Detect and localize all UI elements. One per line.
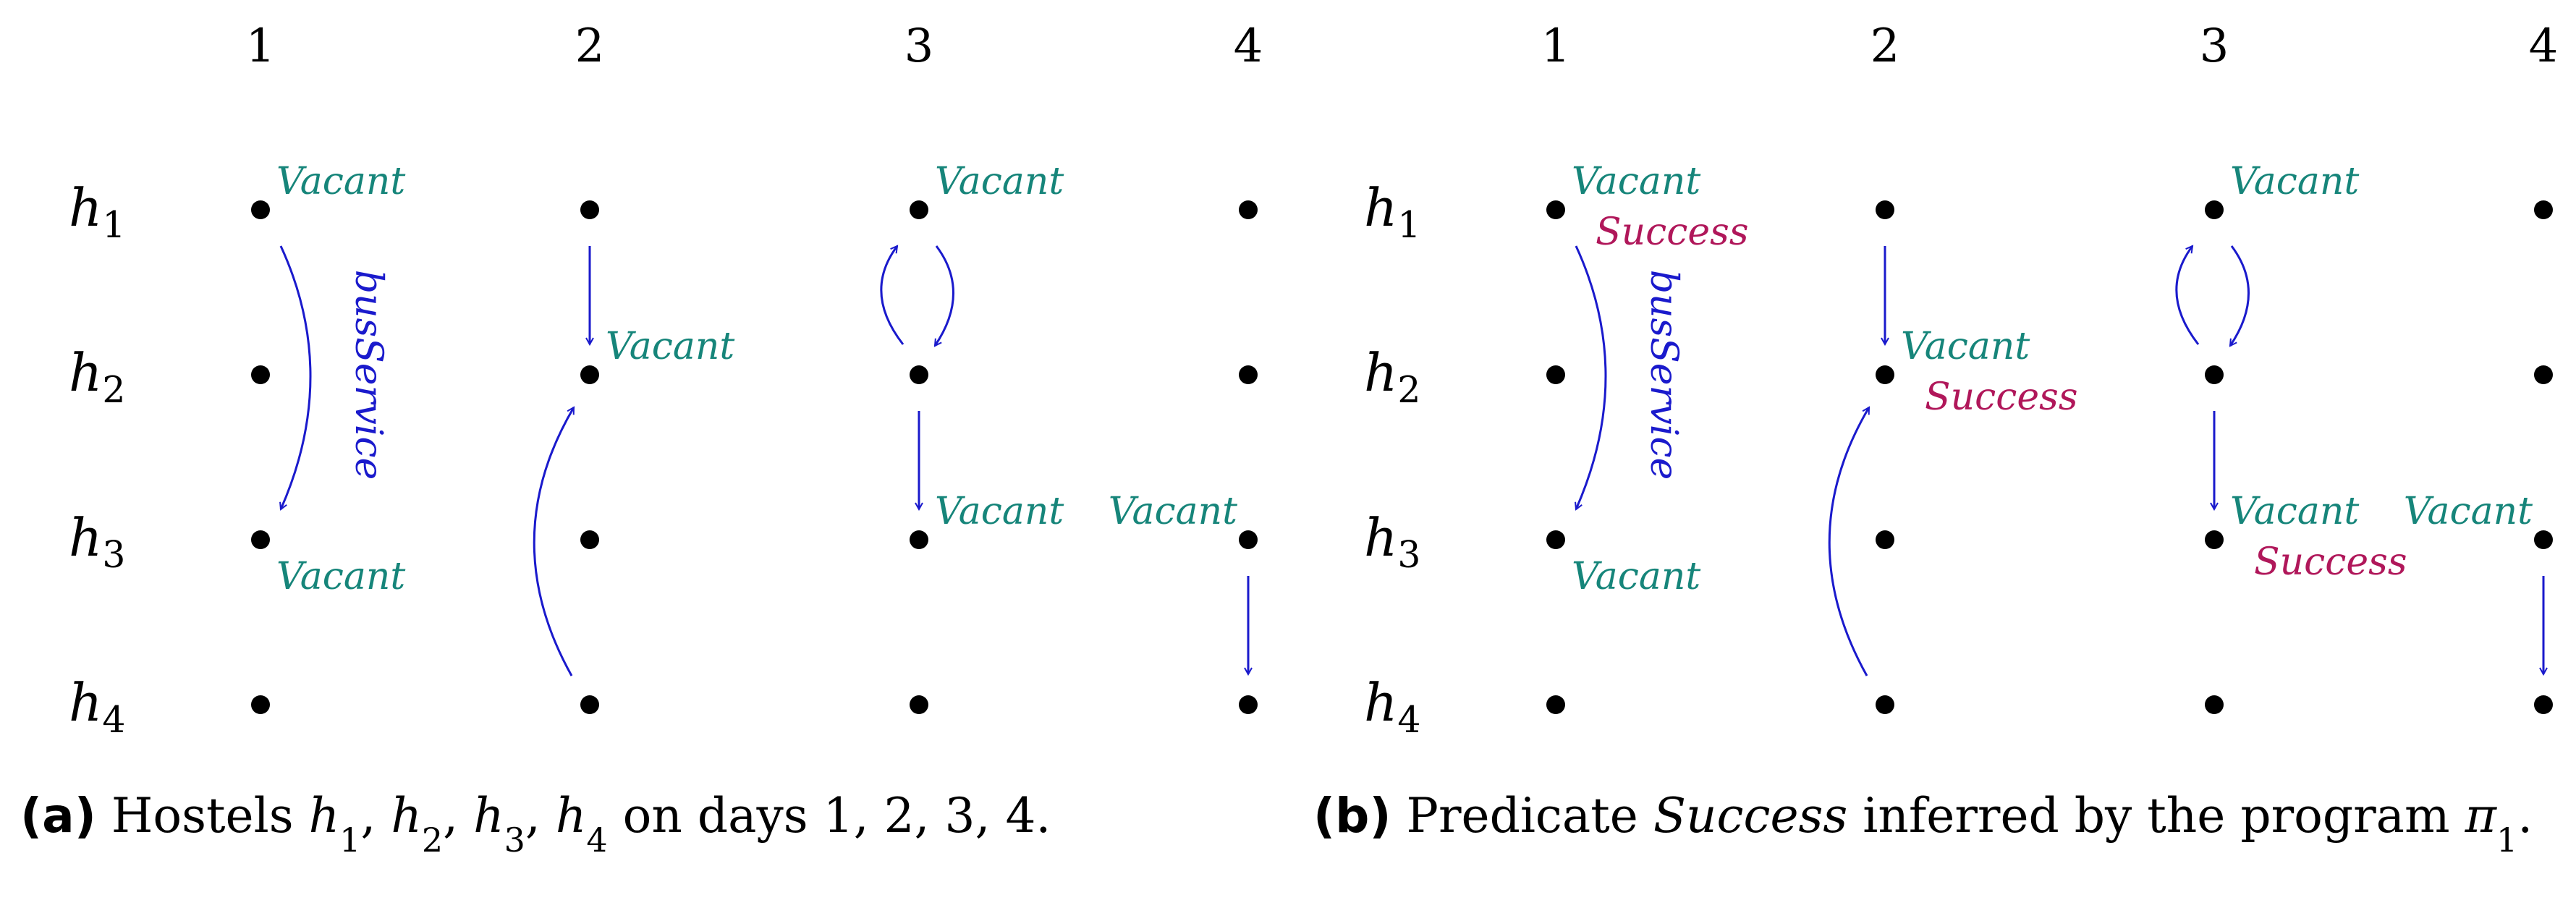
transition-arrow-5 <box>2229 245 2250 346</box>
vacant-label-day2-h2: Vacant <box>606 325 734 368</box>
vacant-label-day3-h3: Vacant <box>2230 490 2359 533</box>
day-label-1: 1 <box>1541 20 1571 73</box>
node-day1-h4 <box>1546 695 1565 714</box>
node-day1-h2 <box>251 365 270 384</box>
node-day2-h2 <box>1876 365 1894 384</box>
node-day4-h2 <box>1239 365 1258 384</box>
node-day3-h3 <box>910 530 928 549</box>
hostel-label-1: h1 <box>1364 177 1420 246</box>
day-label-3: 3 <box>2200 20 2229 73</box>
node-day1-h2 <box>1546 365 1565 384</box>
success-label-day3-h3: Success <box>2254 540 2407 584</box>
transition-arrow-4 <box>2175 246 2200 345</box>
hostel-label-3: h3 <box>69 507 125 576</box>
day-label-2: 2 <box>1870 20 1900 73</box>
day-label-1: 1 <box>246 20 276 73</box>
node-day4-h4 <box>2534 695 2553 714</box>
success-label-day1-h1: Success <box>1596 211 1749 254</box>
node-day2-h1 <box>1876 200 1894 219</box>
transition-arrow-1 <box>1576 245 1607 509</box>
vacant-label-day1-h3: Vacant <box>1572 555 1700 598</box>
node-day4-h1 <box>2534 200 2553 219</box>
vacant-label-day1-h1: Vacant <box>276 160 405 203</box>
node-day4-h4 <box>1239 695 1258 714</box>
vacant-label-day3-h3: Vacant <box>935 490 1064 533</box>
vacant-label-day1-h1: Vacant <box>1572 160 1700 203</box>
node-day2-h4 <box>580 695 599 714</box>
node-day2-h2 <box>580 365 599 384</box>
node-day4-h3 <box>2534 530 2553 549</box>
node-day4-h1 <box>1239 200 1258 219</box>
vacant-label-day3-h1: Vacant <box>935 160 1064 203</box>
transition-arrow-1 <box>281 245 312 509</box>
node-day1-h1 <box>251 200 270 219</box>
bus-service-label: busService <box>347 270 390 480</box>
node-day3-h4 <box>910 695 928 714</box>
day-label-3: 3 <box>904 20 934 73</box>
hostel-label-2: h2 <box>69 342 125 411</box>
vacant-label-day4-h3: Vacant <box>1109 490 1237 533</box>
node-day3-h4 <box>2205 695 2224 714</box>
node-day1-h3 <box>1546 530 1565 549</box>
node-day3-h3 <box>2205 530 2224 549</box>
node-day3-h1 <box>2205 200 2224 219</box>
node-day3-h2 <box>910 365 928 384</box>
vacant-label-day2-h2: Vacant <box>1901 325 2030 368</box>
transition-arrow-4 <box>880 246 904 345</box>
hostel-label-2: h2 <box>1364 342 1420 411</box>
hostel-label-4: h4 <box>1364 672 1420 741</box>
transition-arrow-3 <box>533 407 575 676</box>
day-label-4: 4 <box>2529 20 2559 73</box>
node-day2-h4 <box>1876 695 1894 714</box>
node-day2-h3 <box>580 530 599 549</box>
node-day1-h1 <box>1546 200 1565 219</box>
vacant-label-day3-h1: Vacant <box>2230 160 2359 203</box>
caption-b: (b) Predicate Success inferred by the pr… <box>1313 788 2533 860</box>
success-label-day2-h2: Success <box>1925 375 2078 419</box>
vacant-label-day4-h3: Vacant <box>2404 490 2533 533</box>
hostel-label-1: h1 <box>69 177 125 246</box>
node-day1-h4 <box>251 695 270 714</box>
vacant-label-day1-h3: Vacant <box>276 555 405 598</box>
caption-a: (a) Hostels h1, h2, h3, h4 on days 1, 2,… <box>20 788 1051 860</box>
node-day4-h2 <box>2534 365 2553 384</box>
transition-arrow-3 <box>1828 407 1870 676</box>
node-day2-h1 <box>580 200 599 219</box>
bus-service-label: busService <box>1642 270 1685 480</box>
node-day1-h3 <box>251 530 270 549</box>
transition-arrow-5 <box>933 245 954 346</box>
hostel-label-3: h3 <box>1364 507 1420 576</box>
day-label-4: 4 <box>1234 20 1263 73</box>
node-day3-h2 <box>2205 365 2224 384</box>
node-day2-h3 <box>1876 530 1894 549</box>
hostel-label-4: h4 <box>69 672 125 741</box>
node-day3-h1 <box>910 200 928 219</box>
node-day4-h3 <box>1239 530 1258 549</box>
day-label-2: 2 <box>575 20 605 73</box>
